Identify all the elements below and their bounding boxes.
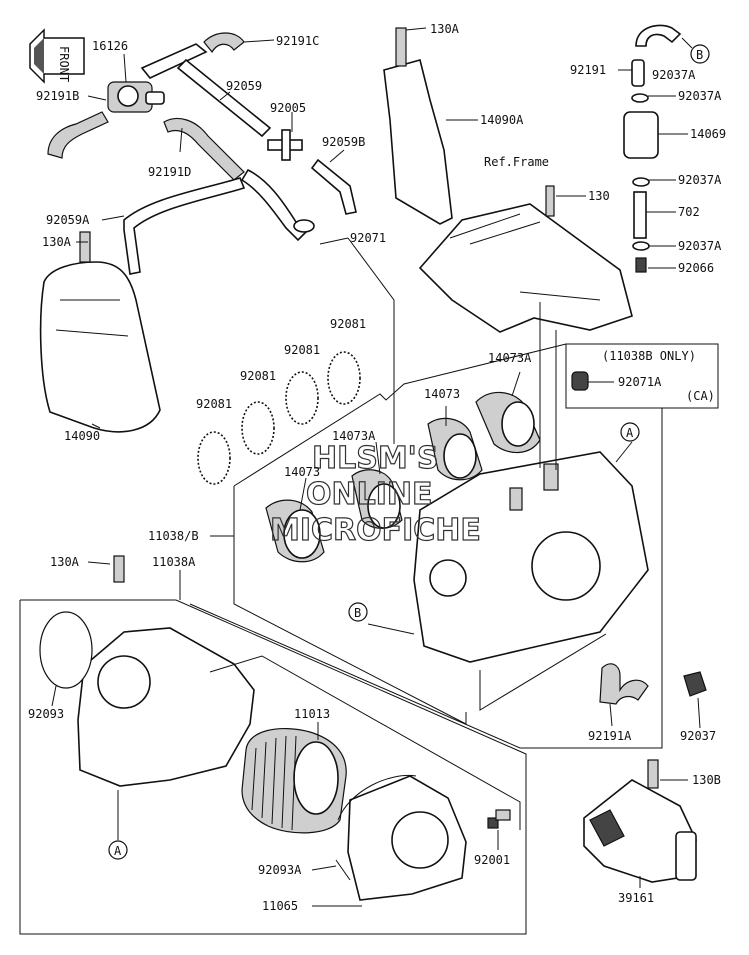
part-labels: 16126 92191C 92191B 92059 92005 92059B 9… <box>28 22 726 913</box>
part-label: 92059A <box>46 213 90 227</box>
part-label: 92001 <box>474 853 510 867</box>
callout-a-label: A <box>626 426 634 440</box>
callout-b-label: B <box>354 606 361 620</box>
part-label: 11065 <box>262 899 298 913</box>
part-label: 702 <box>678 205 700 219</box>
part-label: 92037A <box>678 173 722 187</box>
front-arrow: FRONT <box>29 28 85 84</box>
filter-element <box>241 727 347 834</box>
watermark-line-3: MICROFICHE <box>270 513 481 548</box>
part-label: 14090 <box>64 429 100 443</box>
part-label: 130A <box>42 235 72 249</box>
part-label: 11038A <box>152 555 196 569</box>
vent-filter-parts <box>623 24 682 273</box>
inset-box: (11038B ONLY) (CA) <box>565 343 719 409</box>
part-label: 92059 <box>226 79 262 93</box>
part-label: 92081 <box>284 343 320 357</box>
part-label: 92191D <box>148 165 191 179</box>
outlet-duct <box>583 759 697 883</box>
part-label: 130B <box>692 773 721 787</box>
part-label: 14073 <box>424 387 460 401</box>
part-label: 130A <box>50 555 80 569</box>
callout-b-top: B <box>690 44 710 64</box>
part-label: 92191B <box>36 89 79 103</box>
part-label: 92081 <box>240 369 276 383</box>
part-label: 92071A <box>618 375 662 389</box>
part-label: 92191 <box>570 63 606 77</box>
callout-b-mid: B <box>348 602 368 622</box>
part-label: 130 <box>588 189 610 203</box>
bracket-14090A <box>383 27 453 225</box>
callout-a-bottom: A <box>108 840 128 860</box>
part-label: 14073A <box>332 429 376 443</box>
leader-lines <box>51 27 701 907</box>
part-label: 92037A <box>678 239 722 253</box>
filter-frame <box>335 774 511 901</box>
watermark-line-2: ONLINE <box>306 477 433 512</box>
callout-a-top: A <box>620 422 640 442</box>
watermark: HLSM'S ONLINE MICROFICHE <box>269 440 481 548</box>
front-label: FRONT <box>57 46 71 82</box>
part-label: 92081 <box>330 317 366 331</box>
part-label: 39161 <box>618 891 654 905</box>
drain-elbow <box>599 663 707 705</box>
ref-frame <box>418 185 633 333</box>
part-label: 92093A <box>258 863 302 877</box>
part-label: 14069 <box>690 127 726 141</box>
part-label: 92066 <box>678 261 714 275</box>
side-cover-14090 <box>39 231 161 433</box>
part-label: 14073 <box>284 465 320 479</box>
inset-note-line2: (CA) <box>686 389 715 403</box>
callout-a-label: A <box>114 844 122 858</box>
watermark-line-1: HLSM'S <box>312 441 438 476</box>
part-label: 92191A <box>588 729 632 743</box>
part-label: 92037A <box>652 68 696 82</box>
part-label: 92037A <box>678 89 722 103</box>
callout-b-label: B <box>696 48 703 62</box>
part-label: 92059B <box>322 135 365 149</box>
intake-ducts <box>265 391 541 563</box>
part-label: 92191C <box>276 34 319 48</box>
airbox-upper <box>413 451 649 663</box>
breather-hoses <box>47 32 357 275</box>
part-label: 92093 <box>28 707 64 721</box>
part-label: 14073A <box>488 351 532 365</box>
part-label: 11013 <box>294 707 330 721</box>
part-label: 14090A <box>480 113 524 127</box>
part-label: 16126 <box>92 39 128 53</box>
part-label: 130A <box>430 22 460 36</box>
part-label: 92071 <box>350 231 386 245</box>
ref-frame-label: Ref.Frame <box>484 155 549 169</box>
inset-note-line1: (11038B ONLY) <box>602 349 696 363</box>
part-label: 11038/B <box>148 529 199 543</box>
part-label: 92081 <box>196 397 232 411</box>
group-frames <box>19 343 663 935</box>
clamp-rings <box>197 351 361 485</box>
part-label: 92037 <box>680 729 716 743</box>
airbox-lower <box>39 555 255 787</box>
part-label: 92005 <box>270 101 306 115</box>
